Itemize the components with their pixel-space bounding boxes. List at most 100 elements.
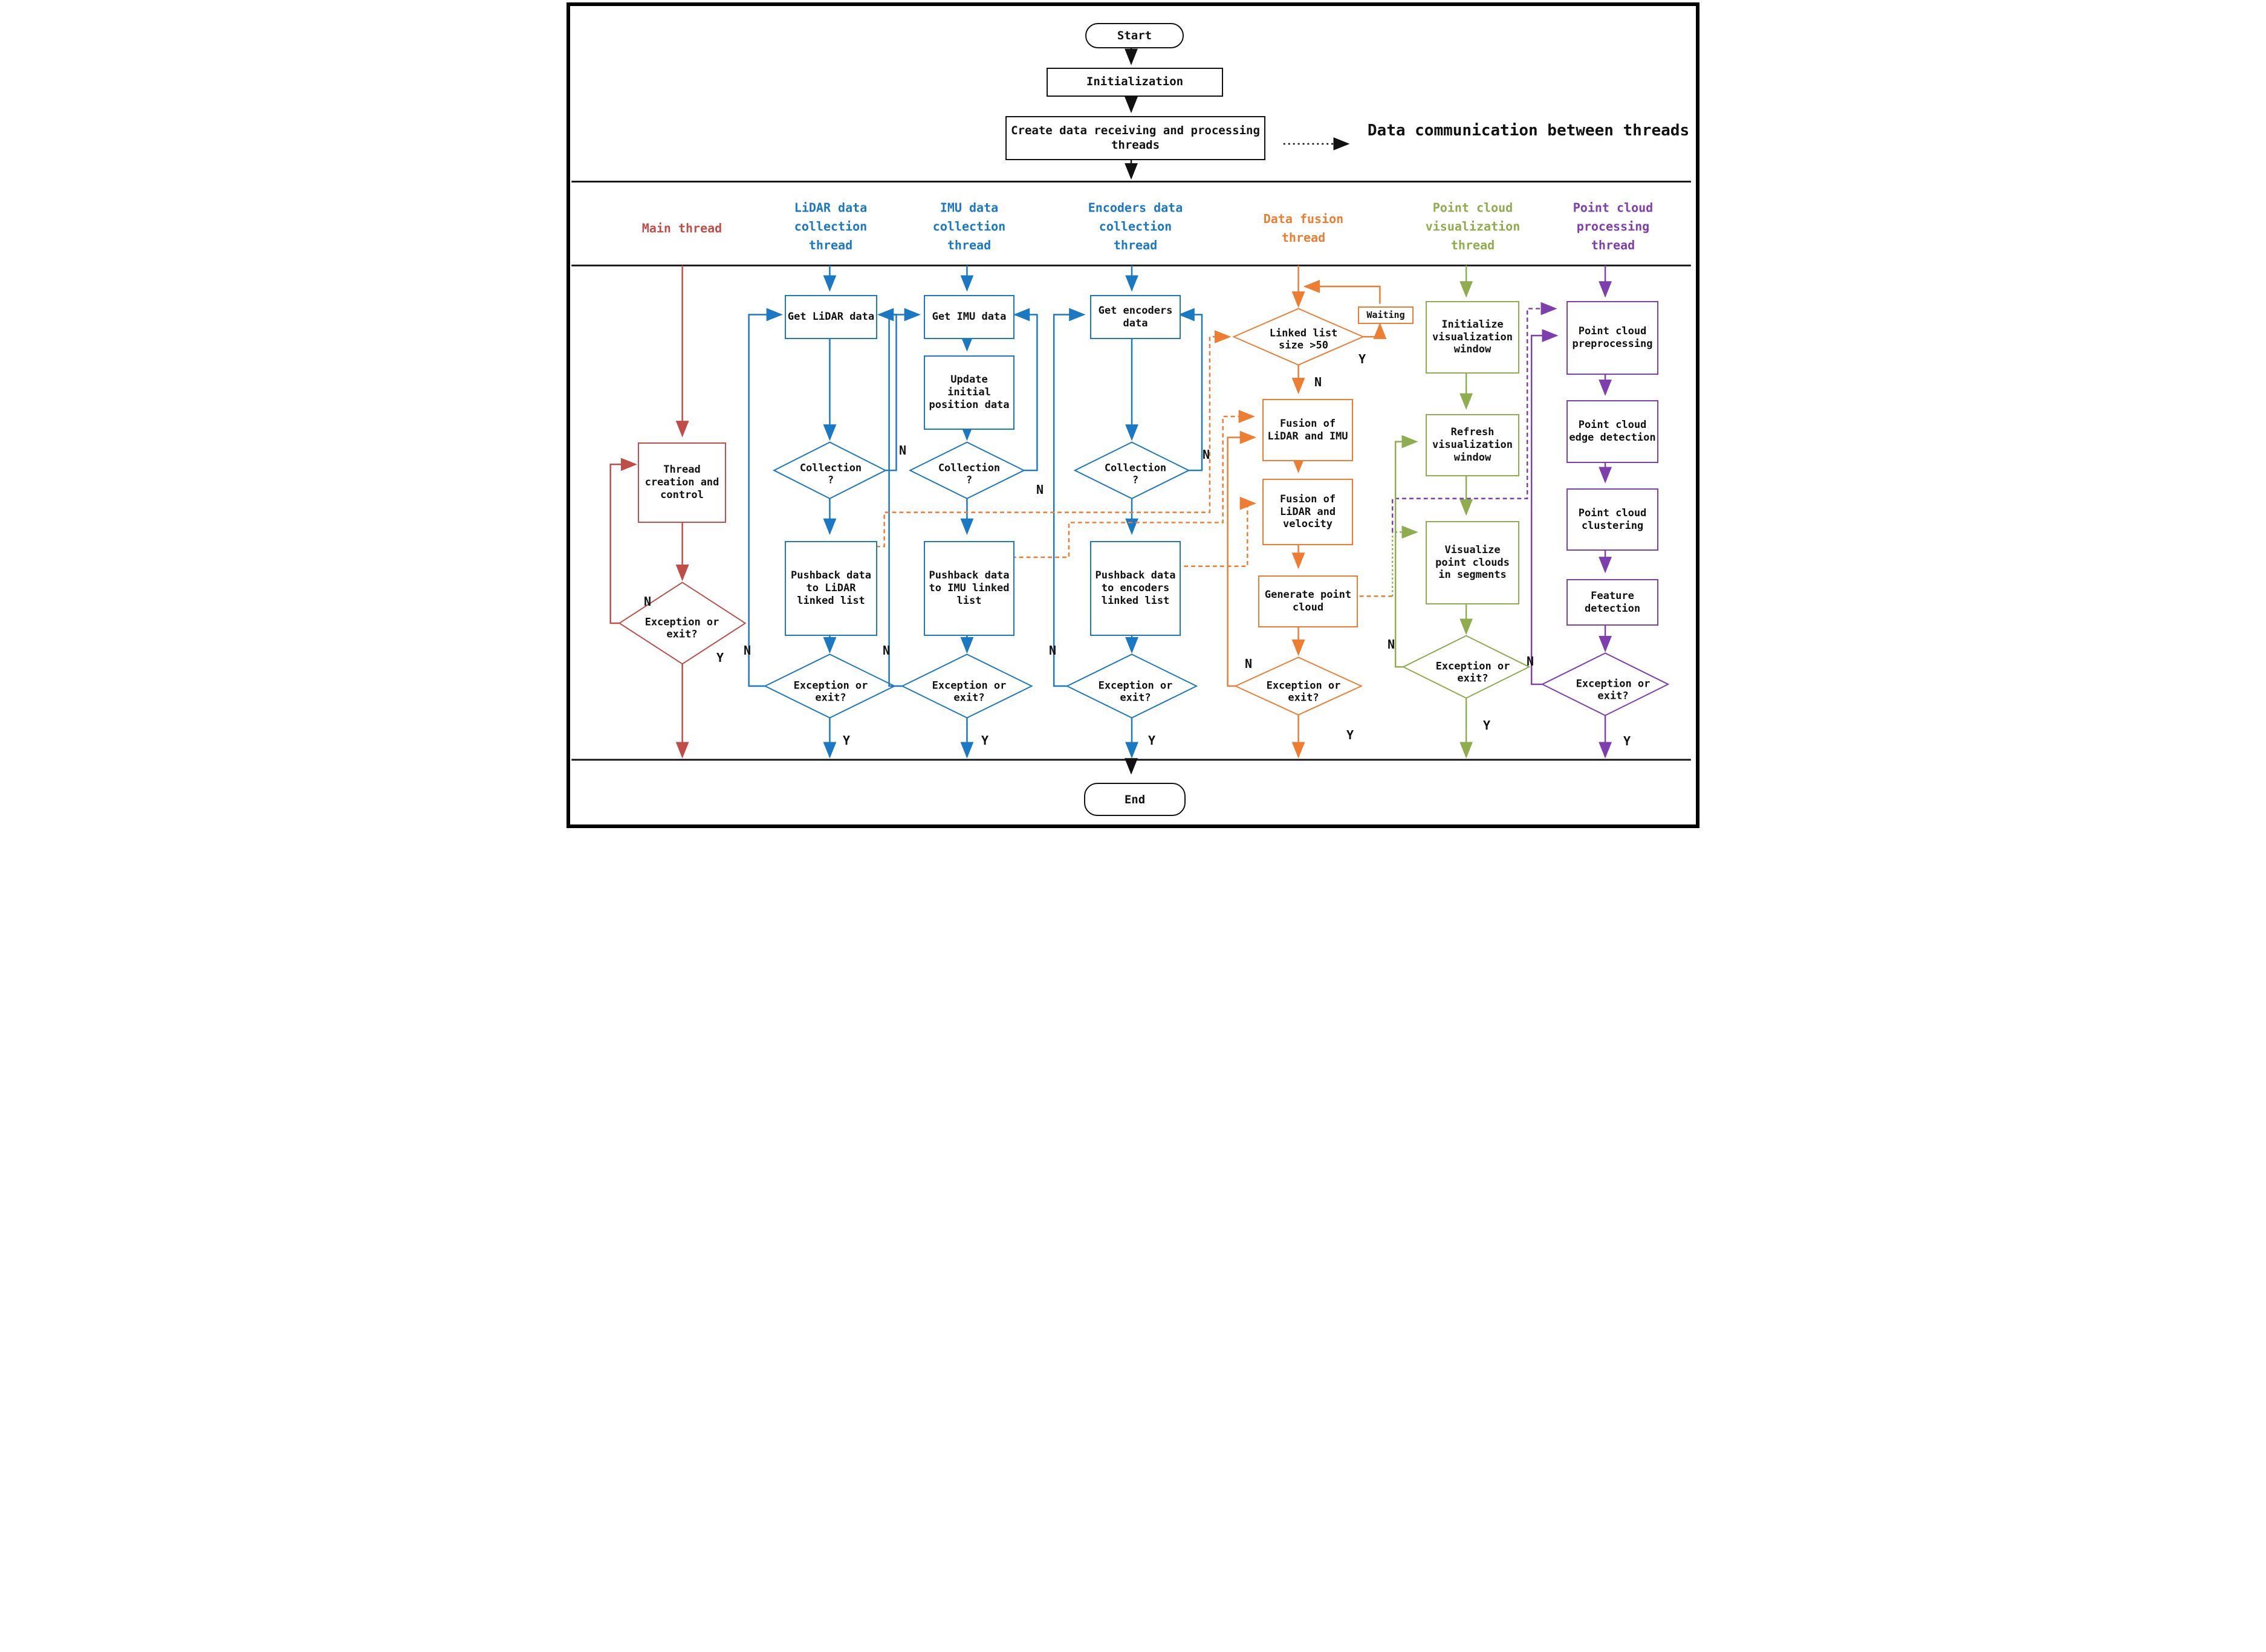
generate-point-cloud-label: Generate point cloud (1264, 589, 1352, 614)
lidar-to-fusion-dashed (875, 330, 1232, 548)
imu-to-fusion-dashed (1011, 410, 1255, 559)
fusion-lidar-imu-label: Fusion of LiDAR and IMU (1267, 417, 1348, 442)
imu-exception-label: Exception or exit? (932, 679, 1007, 704)
start-label: Start (1117, 29, 1152, 42)
edge-detection-label: Point cloud edge detection (1569, 419, 1656, 444)
fusion-lidar-velocity-label: Fusion of LiDAR and velocity (1279, 493, 1336, 531)
update-position-label: Update initial position data (929, 374, 1010, 411)
pushback-imu-box: Pushback data to IMU linked list (924, 541, 1015, 636)
generate-point-cloud-box: Generate point cloud (1258, 575, 1358, 627)
waiting-label: Waiting (1366, 309, 1405, 321)
imu-collection-n: N (1036, 482, 1044, 497)
lidar-collection-label: Collection ? (799, 462, 862, 487)
imu-exception-diamond (901, 653, 1033, 719)
pushback-encoders-box: Pushback data to encoders linked list (1090, 541, 1181, 636)
proc-exception-n: N (1526, 654, 1534, 669)
main-exception-diamond (618, 581, 747, 665)
main-exception-n: N (643, 594, 652, 609)
imu-exception-n: N (882, 643, 891, 658)
linkedlist-size-label: Linked list size >50 (1269, 327, 1338, 352)
linkedlist-y: Y (1358, 352, 1366, 366)
flowchart-canvas: Start Initialization Create data receivi… (566, 2, 1700, 828)
create-threads-label: Create data receiving and processing thr… (1011, 124, 1260, 152)
feature-detection-box: Feature detection (1566, 579, 1658, 626)
imu-collection-diamond (909, 441, 1025, 499)
main-exception-y: Y (716, 650, 724, 665)
get-lidar-box: Get LiDAR data (785, 295, 877, 339)
lidar-collection-n: N (898, 443, 907, 458)
init-visualization-label: Initialize visualization window (1432, 318, 1513, 356)
refresh-visualization-box: Refresh visualization window (1426, 414, 1519, 476)
pushback-lidar-box: Pushback data to LiDAR linked list (785, 541, 877, 636)
encoders-exception-label: Exception or exit? (1098, 679, 1173, 704)
clustering-label: Point cloud clustering (1578, 507, 1647, 532)
lidar-collection-diamond (773, 441, 887, 499)
linkedlist-n: N (1314, 375, 1322, 389)
thread-creation-label: Thread creation and control (644, 464, 719, 501)
fusion-lidar-velocity-box: Fusion of LiDAR and velocity (1262, 479, 1353, 545)
viz-exception-y: Y (1482, 718, 1491, 733)
initialization-box: Initialization (1047, 68, 1223, 97)
fusion-lidar-imu-box: Fusion of LiDAR and IMU (1262, 399, 1353, 461)
get-encoders-label: Get encoders data (1098, 304, 1173, 329)
encoders-exception-y: Y (1148, 733, 1156, 748)
connector-layer (571, 48, 1691, 775)
visualization-exception-label: Exception or exit? (1435, 660, 1510, 685)
imu-collection-label: Collection ? (938, 462, 1001, 487)
encoders-collection-n: N (1202, 447, 1210, 462)
visualization-thread-connectors (1394, 265, 1473, 759)
get-imu-box: Get IMU data (924, 295, 1015, 339)
fusion-exception-label: Exception or exit? (1266, 679, 1341, 704)
init-visualization-box: Initialize visualization window (1426, 301, 1519, 374)
encoders-exception-n: N (1048, 643, 1057, 658)
refresh-visualization-label: Refresh visualization window (1432, 426, 1513, 464)
main-thread-connectors (609, 265, 689, 759)
visualize-segments-box: Visualize point clouds in segments (1426, 521, 1519, 604)
encoders-collection-label: Collection ? (1104, 462, 1167, 487)
visualize-segments-label: Visualize point clouds in segments (1435, 543, 1510, 581)
thread-header-visualization: Point cloud visualization thread (1425, 200, 1521, 253)
main-exception-label: Exception or exit? (644, 616, 719, 641)
thread-header-main: Main thread (641, 221, 722, 236)
get-encoders-box: Get encoders data (1090, 295, 1181, 339)
encoders-thread-connectors (1053, 265, 1203, 759)
end-label: End (1124, 792, 1146, 806)
lidar-exception-y: Y (842, 733, 851, 748)
feature-detection-label: Feature detection (1584, 589, 1641, 615)
get-imu-label: Get IMU data (932, 311, 1007, 323)
encoders-collection-diamond (1073, 441, 1190, 499)
lidar-exception-label: Exception or exit? (793, 679, 868, 704)
processing-exception-label: Exception or exit? (1576, 678, 1651, 702)
fusion-exception-n: N (1244, 656, 1253, 671)
fusion-exception-y: Y (1346, 728, 1354, 742)
fusion-exception-diamond (1234, 656, 1363, 716)
thread-creation-box: Thread creation and control (638, 442, 726, 523)
thread-header-fusion: Data fusion thread (1263, 212, 1344, 245)
processing-exception-diamond (1540, 652, 1670, 716)
fusion-linkedlist-diamond (1232, 308, 1365, 366)
legend-label: Data communication between threads (1367, 121, 1690, 140)
thread-header-processing: Point cloud processing thread (1573, 200, 1654, 253)
pushback-lidar-label: Pushback data to LiDAR linked list (790, 569, 872, 607)
lidar-exception-n: N (743, 643, 752, 658)
viz-exception-n: N (1387, 637, 1395, 652)
clustering-box: Point cloud clustering (1566, 488, 1658, 551)
thread-header-encoders: Encoders data collection thread (1088, 200, 1183, 253)
update-position-box: Update initial position data (924, 355, 1015, 430)
encoders-exception-diamond (1065, 653, 1198, 719)
data-communication-dashed-lines (875, 330, 1393, 597)
edge-detection-box: Point cloud edge detection (1566, 400, 1658, 463)
lidar-thread-connectors (748, 265, 897, 759)
initialization-label: Initialization (1086, 75, 1184, 89)
imu-exception-y: Y (981, 733, 989, 748)
top-flow-arrows (1125, 48, 1350, 775)
get-lidar-label: Get LiDAR data (787, 311, 875, 323)
proc-exception-y: Y (1623, 734, 1631, 748)
start-terminal: Start (1085, 23, 1184, 48)
waiting-box: Waiting (1358, 306, 1414, 324)
pushback-imu-label: Pushback data to IMU linked list (929, 569, 1010, 607)
preprocessing-box: Point cloud preprocessing (1566, 301, 1658, 375)
visualization-exception-diamond (1401, 635, 1531, 699)
end-terminal: End (1084, 783, 1186, 816)
encoders-to-fusion-dashed (1177, 496, 1256, 568)
